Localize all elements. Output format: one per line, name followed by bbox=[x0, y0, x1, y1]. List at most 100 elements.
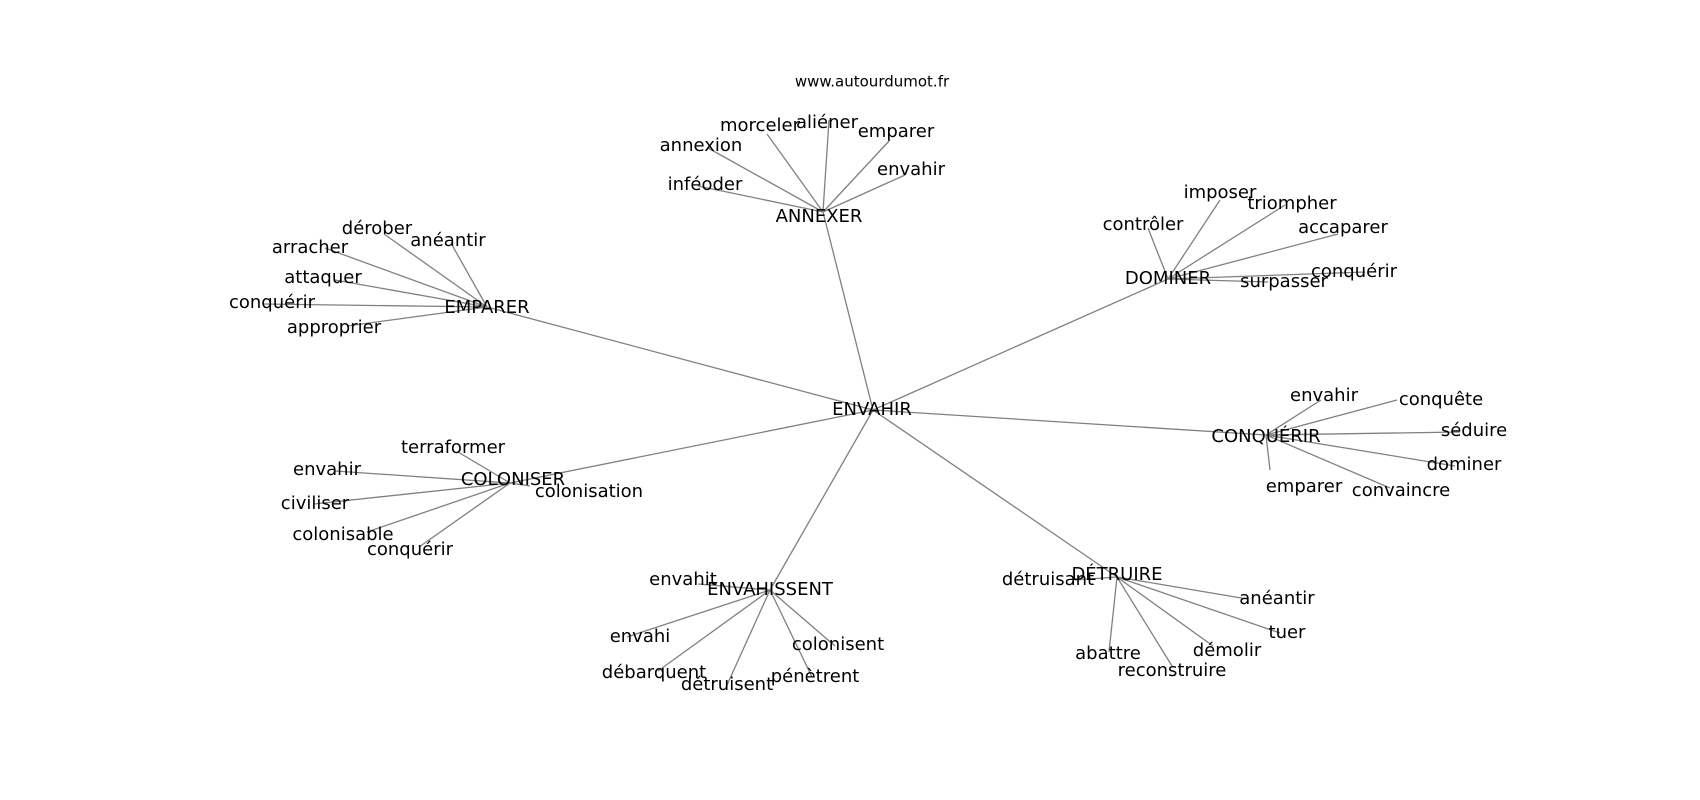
hub-node-emparer: EMPARER bbox=[444, 297, 529, 318]
graph-edge bbox=[697, 185, 824, 213]
leaf-node: aliéner bbox=[796, 112, 859, 133]
graph-edge bbox=[822, 174, 906, 213]
graph-edge bbox=[1116, 576, 1248, 600]
leaf-node: séduire bbox=[1441, 420, 1507, 441]
graph-edge bbox=[1167, 278, 1269, 283]
graph-edge bbox=[1167, 204, 1286, 280]
leaf-node: débarquent bbox=[602, 662, 706, 683]
leaf-node: reconstruire bbox=[1118, 660, 1227, 681]
graph-edge bbox=[1167, 233, 1339, 280]
leaf-node: détruisant bbox=[1002, 569, 1094, 590]
leaf-node: contrôler bbox=[1103, 214, 1184, 235]
leaf-node: morceler bbox=[720, 115, 801, 136]
leaf-node: approprier bbox=[287, 317, 382, 338]
graph-edge bbox=[872, 409, 1267, 436]
leaf-node: conquérir bbox=[367, 539, 454, 560]
leaf-node: envahi bbox=[610, 626, 671, 647]
leaf-node: terraformer bbox=[401, 437, 506, 458]
leaf-node: attaquer bbox=[284, 267, 362, 288]
graph-edge bbox=[822, 211, 874, 411]
leaf-node: démolir bbox=[1193, 640, 1262, 661]
hub-node-annexer: ANNEXER bbox=[776, 206, 863, 227]
graph-edge bbox=[313, 482, 511, 505]
graph-edge bbox=[769, 589, 836, 647]
leaf-node: accaparer bbox=[1298, 217, 1388, 238]
leaf-node: surpasser bbox=[1240, 271, 1328, 292]
graph-edge bbox=[509, 482, 531, 487]
graph-edge bbox=[822, 139, 891, 213]
graph-edge bbox=[1265, 434, 1456, 467]
graph-edge bbox=[1108, 576, 1118, 653]
graph-edge bbox=[1116, 576, 1214, 647]
graph-edge bbox=[1074, 576, 1118, 581]
leaf-node: conquérir bbox=[229, 292, 316, 313]
graph-edge bbox=[366, 482, 511, 533]
graph-edge bbox=[657, 589, 771, 672]
leaf-node: annexion bbox=[660, 135, 743, 156]
leaf-node: détruisent bbox=[681, 674, 773, 695]
graph-edge bbox=[1265, 399, 1322, 436]
leaf-node: dominer bbox=[1427, 454, 1502, 475]
leaf-node: colonisable bbox=[292, 524, 393, 545]
graph-edge bbox=[766, 133, 824, 213]
graph-edge bbox=[769, 589, 813, 678]
leaf-node: envahir bbox=[1290, 385, 1359, 406]
graph-edge bbox=[457, 451, 511, 484]
leaf-node: colonisent bbox=[792, 634, 884, 655]
leaf-node: colonisation bbox=[535, 481, 643, 502]
graph-edge bbox=[262, 303, 488, 308]
graph-edge bbox=[707, 147, 824, 213]
leaf-node: envahit bbox=[649, 569, 717, 590]
leaf-node: emparer bbox=[1266, 476, 1343, 497]
graph-edge bbox=[769, 409, 874, 591]
graph-edge bbox=[418, 482, 511, 548]
graph-edge bbox=[726, 589, 771, 686]
graph-edge bbox=[1147, 227, 1169, 280]
leaf-node: civiliser bbox=[281, 493, 350, 514]
leaf-node: envahir bbox=[877, 159, 946, 180]
source-watermark: www.autourdumot.fr bbox=[795, 73, 950, 91]
leaf-node: pénètrent bbox=[771, 666, 860, 687]
graph-edge bbox=[334, 470, 511, 484]
graph-edge bbox=[872, 278, 1169, 411]
leaf-node: abattre bbox=[1075, 643, 1141, 664]
leaf-node: anéantir bbox=[410, 230, 486, 251]
graph-edge bbox=[1167, 271, 1366, 280]
leaf-node: emparer bbox=[858, 121, 935, 142]
leaf-node: arracher bbox=[272, 237, 349, 258]
leaf-node: convaincre bbox=[1352, 480, 1450, 501]
graph-edge bbox=[1167, 199, 1221, 280]
leaf-node: tuer bbox=[1269, 622, 1307, 643]
graph-edge bbox=[1265, 431, 1461, 436]
graph-edge bbox=[872, 409, 1118, 578]
graph-labels: www.autourdumot.fr ENVAHIR ANNEXER annex… bbox=[229, 73, 1507, 696]
graph-edge bbox=[509, 409, 874, 484]
hub-node-dominer: DOMINER bbox=[1125, 268, 1211, 289]
graph-edge bbox=[626, 589, 771, 638]
hub-node-detruire: DÉTRUIRE bbox=[1071, 563, 1162, 585]
graph-edges bbox=[262, 119, 1461, 686]
leaf-node: inféoder bbox=[668, 174, 743, 195]
graph-edge bbox=[346, 306, 488, 327]
graph-edge bbox=[822, 119, 830, 213]
hub-node-coloniser: COLONISER bbox=[461, 469, 565, 490]
graph-edge bbox=[486, 306, 874, 411]
leaf-node: dérober bbox=[342, 218, 413, 239]
hub-node-envahissent: ENVAHISSENT bbox=[707, 579, 834, 600]
graph-edge bbox=[334, 279, 488, 308]
graph-edge bbox=[383, 233, 488, 308]
graph-edge bbox=[451, 244, 488, 308]
graph-edge bbox=[1116, 576, 1281, 634]
graph-edge bbox=[697, 583, 771, 591]
leaf-node: conquérir bbox=[1311, 261, 1398, 282]
graph-edge bbox=[324, 247, 488, 308]
hub-node-conquerir: CONQUÉRIR bbox=[1211, 425, 1320, 447]
graph-edge bbox=[1265, 434, 1391, 489]
leaf-node: envahir bbox=[293, 459, 362, 480]
graph-edge bbox=[1265, 399, 1398, 436]
graph-edge bbox=[1116, 576, 1173, 667]
leaf-node: imposer bbox=[1184, 182, 1257, 203]
graph-edge bbox=[1265, 434, 1271, 471]
center-node: ENVAHIR bbox=[832, 399, 912, 420]
